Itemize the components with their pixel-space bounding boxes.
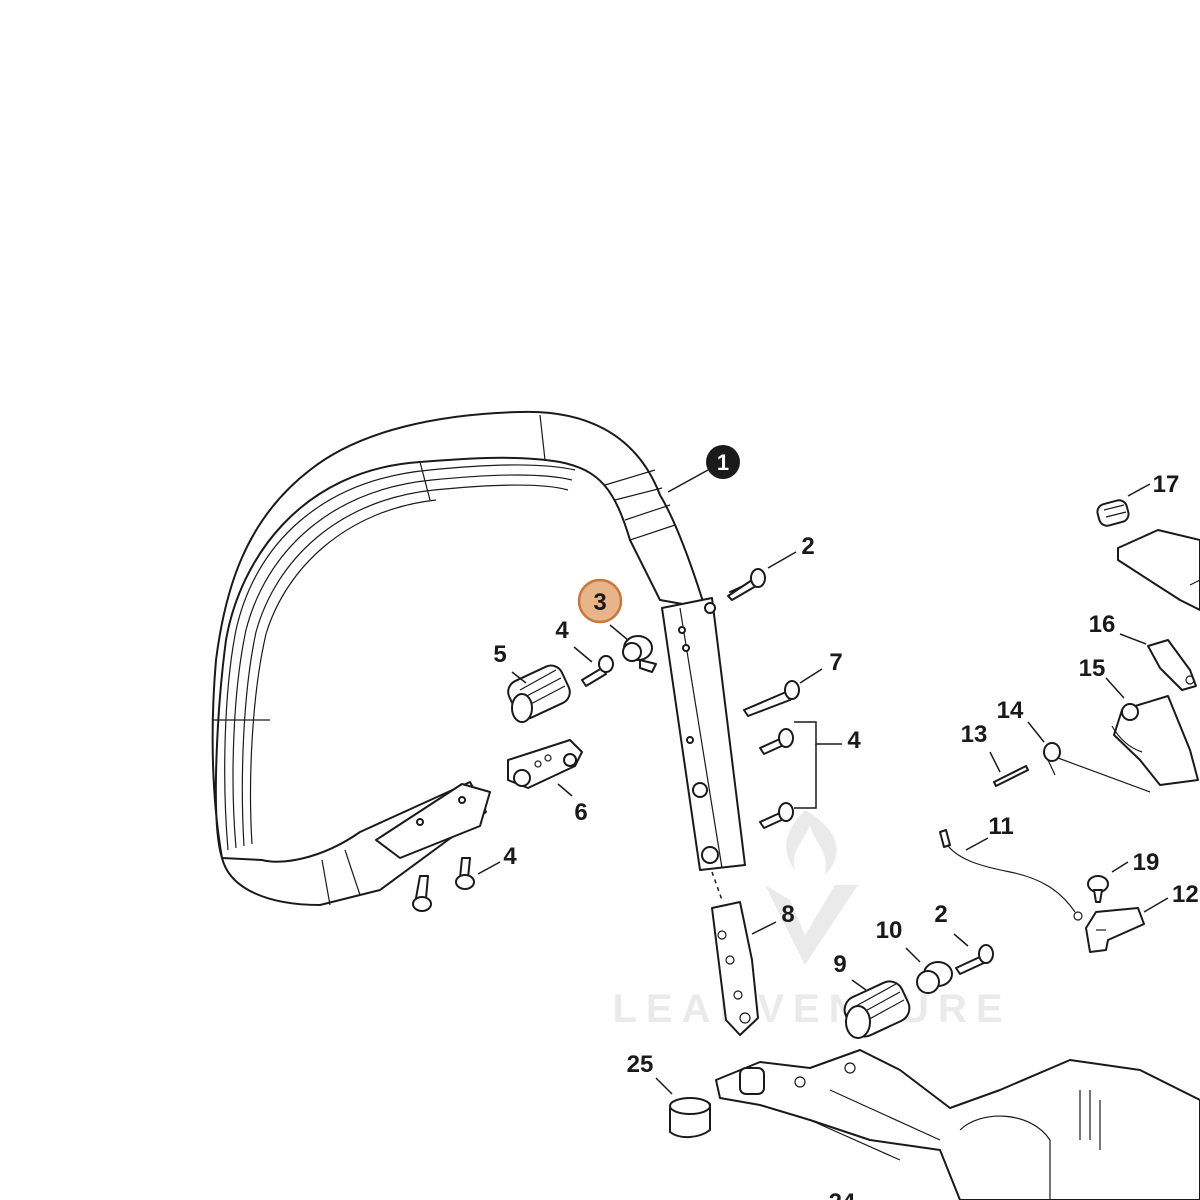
housing-part-24[interactable] <box>715 1049 1200 1200</box>
bracket-part-8[interactable] <box>711 901 759 1036</box>
callout-10[interactable]: 10 <box>876 917 903 944</box>
watermark-flame-icon <box>786 810 837 875</box>
callout-16[interactable]: 16 <box>1089 611 1116 638</box>
callout-1[interactable]: 1 <box>706 445 740 479</box>
plug-part-17[interactable] <box>1096 498 1131 527</box>
callout-12[interactable]: 12 <box>1172 881 1199 908</box>
torsion-spring-part-14[interactable] <box>1043 742 1151 793</box>
callout-3-label: 3 <box>593 589 606 616</box>
spring-part-5[interactable] <box>504 662 573 723</box>
callout-7[interactable]: 7 <box>829 649 842 676</box>
callout-4a[interactable]: 4 <box>555 617 569 644</box>
callout-1-label: 1 <box>717 450 729 475</box>
callout-2a[interactable]: 2 <box>801 533 814 560</box>
callout-3-highlighted[interactable]: 3 <box>577 578 623 624</box>
cover-part <box>1117 529 1200 611</box>
watermark-v-icon <box>765 885 858 965</box>
callout-14[interactable]: 14 <box>997 697 1024 724</box>
watermark: LEADVENTURE <box>612 810 1011 1031</box>
throttle-lock-part-12[interactable] <box>1085 907 1145 953</box>
screw-part-2b[interactable] <box>955 944 994 975</box>
cable-part-11[interactable] <box>939 829 1083 921</box>
cap-part[interactable] <box>622 635 657 673</box>
callout-25[interactable]: 25 <box>627 1051 654 1078</box>
watermark-text: LEADVENTURE <box>612 987 1011 1031</box>
screw-part-4b[interactable] <box>759 728 794 829</box>
screw-part-4c[interactable] <box>412 857 475 912</box>
lever-part-16[interactable] <box>1147 639 1197 691</box>
callout-8[interactable]: 8 <box>781 901 794 928</box>
callout-4c[interactable]: 4 <box>503 843 517 870</box>
bushing-part-10[interactable] <box>916 961 953 994</box>
callout-17[interactable]: 17 <box>1153 471 1180 498</box>
callout-2b[interactable]: 2 <box>934 901 947 928</box>
callout-4b[interactable]: 4 <box>847 727 861 754</box>
trigger-part-15[interactable] <box>1111 695 1199 786</box>
callout-6[interactable]: 6 <box>574 799 587 826</box>
screw-part-4a[interactable] <box>581 655 614 687</box>
callout-19[interactable]: 19 <box>1133 849 1160 876</box>
callout-11[interactable]: 11 <box>988 813 1013 840</box>
leader-lines <box>477 469 1169 1095</box>
screw-part-19[interactable] <box>1087 875 1109 903</box>
callout-labels: 2 4 5 6 7 4 4 8 9 10 2 25 24 13 14 15 16… <box>493 471 1198 1200</box>
pin-part-13[interactable] <box>993 765 1029 787</box>
callout-9[interactable]: 9 <box>833 951 846 978</box>
screw-part-2a[interactable] <box>727 568 766 601</box>
spring-part-9[interactable] <box>840 977 914 1041</box>
handlebar-part[interactable] <box>211 410 746 906</box>
bushing-part-25[interactable] <box>669 1097 711 1138</box>
callout-15[interactable]: 15 <box>1079 655 1106 682</box>
screw-part-7[interactable] <box>743 680 800 717</box>
callout-5[interactable]: 5 <box>493 641 506 668</box>
bracket-part-6[interactable] <box>507 739 583 789</box>
callout-24[interactable]: 24 <box>829 1189 856 1200</box>
callout-13[interactable]: 13 <box>961 721 988 748</box>
